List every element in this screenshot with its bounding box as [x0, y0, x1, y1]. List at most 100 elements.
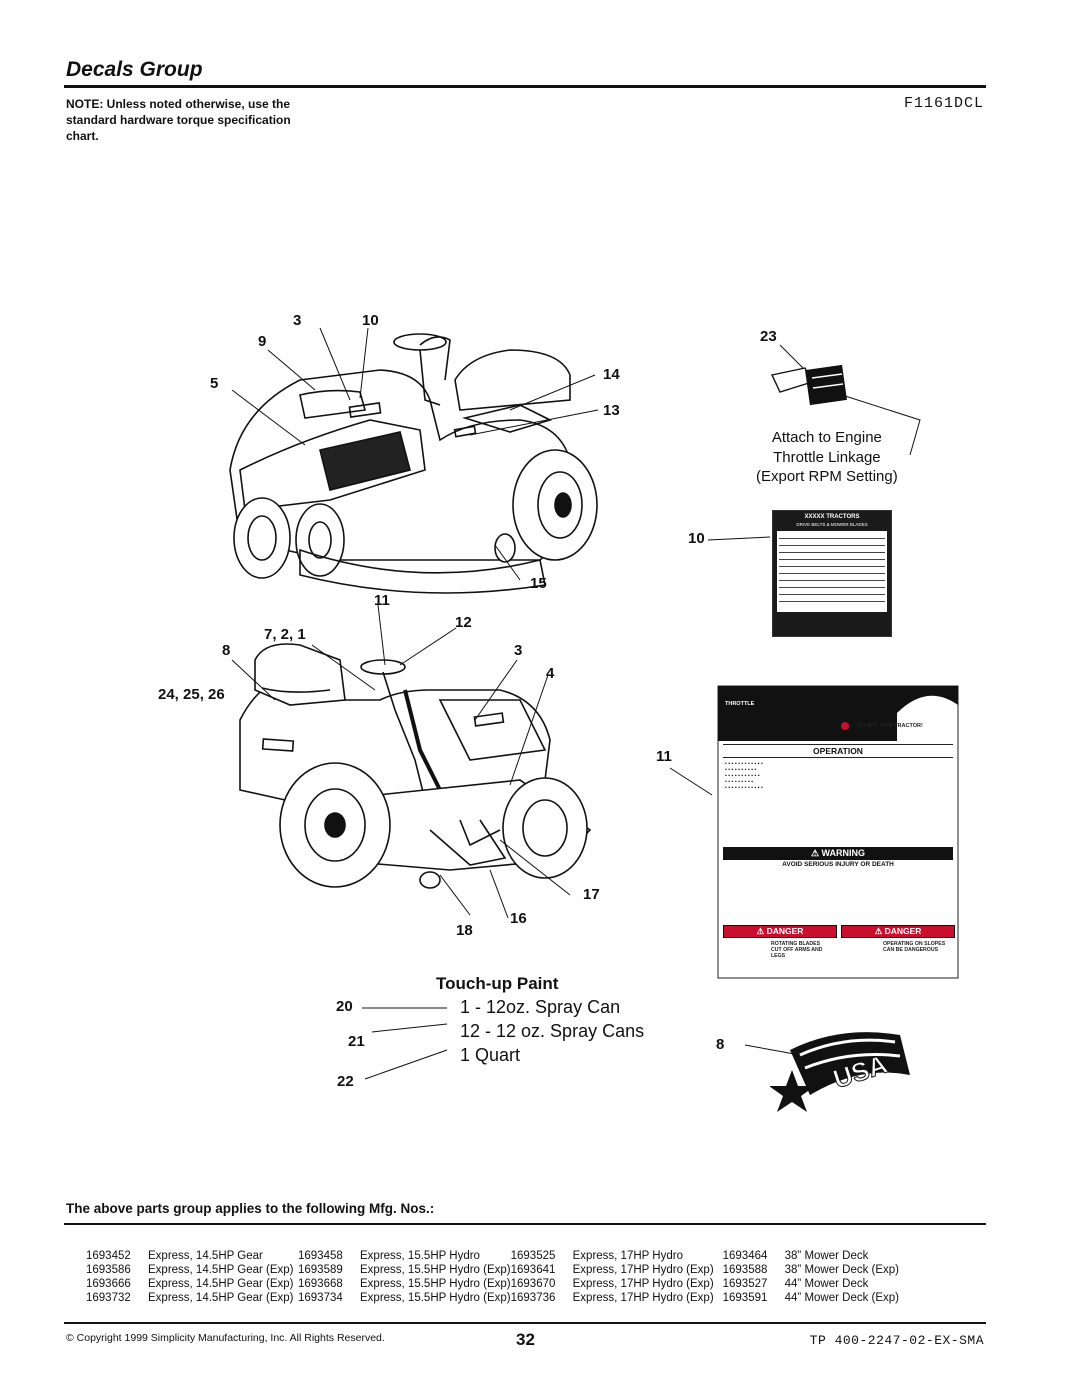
callout-12: 12 — [455, 614, 472, 631]
callout-3: 3 — [293, 312, 302, 329]
applies-heading: The above parts group applies to the fol… — [66, 1201, 435, 1216]
copyright: © Copyright 1999 Simplicity Manufacturin… — [66, 1332, 385, 1344]
operation-decal: THROTTLE DO NOT TOW TRACTOR! OPERATION ▪… — [717, 685, 959, 979]
danger-right: ⚠ DANGER — [841, 925, 955, 938]
attach-note-line-3: (Export RPM Setting) — [756, 468, 898, 485]
header-rule — [64, 85, 986, 88]
belt-decal-subtitle: DRIVE BELTS & MOWER BLADES — [796, 522, 868, 527]
mfg-number-cell: 1693736 — [510, 1292, 556, 1304]
operation-decal-shape — [717, 685, 959, 979]
callout-17: 17 — [583, 886, 600, 903]
danger-left-icon: ⚠ — [756, 926, 767, 936]
mfg-description-cell: Express, 14.5HP Gear (Exp) — [148, 1278, 294, 1290]
mfg-description-cell: 44” Mower Deck — [784, 1278, 869, 1290]
callout-9: 9 — [258, 333, 267, 350]
tractor-front-view-illustration — [229, 333, 598, 594]
callout-8b: 8 — [716, 1036, 725, 1053]
page-title: Decals Group — [66, 58, 203, 81]
usa-decal: USA — [770, 1032, 910, 1112]
mfg-number-cell: 1693452 — [86, 1250, 131, 1262]
callout-23: 23 — [760, 328, 777, 345]
mfg-number-cell: 1693732 — [86, 1292, 131, 1304]
no-tow-label: DO NOT TOW TRACTOR! — [857, 723, 923, 729]
callout-8: 8 — [222, 642, 231, 659]
mfg-number-cell: 1693586 — [86, 1264, 131, 1276]
throttle-clip-illustration — [770, 364, 847, 406]
paint-item-2: 12 - 12 oz. Spray Cans — [460, 1021, 645, 1041]
doc-code: TP 400-2247-02-EX-SMA — [809, 1333, 984, 1348]
mfg-description-cell: Express, 17HP Hydro (Exp) — [572, 1264, 714, 1276]
table-row: 1693666 Express, 14.5HP Gear (Exp) 1693668… — [86, 1278, 935, 1292]
tractor-rear-view-illustration — [239, 643, 592, 889]
mfg-description-cell: Express, 15.5HP Hydro (Exp) — [360, 1278, 511, 1290]
mfg-number-cell: 1693591 — [722, 1292, 768, 1304]
operation-text-left: ▪ ▪ ▪ ▪ ▪ ▪ ▪ ▪ ▪ ▪ ▪ ▪▪ ▪ ▪ ▪ ▪ ▪ ▪ ▪ ▪… — [725, 761, 763, 791]
mfg-number-cell: 1693588 — [722, 1264, 768, 1276]
paint-item-1: 1 - 12oz. Spray Can — [460, 997, 621, 1017]
callout-10: 10 — [362, 312, 379, 329]
table-row: 1693732 Express, 14.5HP Gear (Exp) 1693734… — [86, 1292, 935, 1306]
callout-3b: 3 — [514, 642, 523, 659]
torque-note: NOTE: Unless noted otherwise, use the st… — [66, 97, 291, 143]
warning-label: WARNING — [821, 848, 866, 858]
mfg-number-cell: 1693641 — [510, 1264, 556, 1276]
attach-note: Attach to Engine Throttle Linkage (Expor… — [756, 428, 898, 487]
mfg-description-cell: Express, 17HP Hydro — [572, 1250, 683, 1262]
warning-bar: ⚠ WARNING — [723, 847, 953, 860]
mfg-number-cell: 1693464 — [722, 1250, 768, 1262]
danger-right-label: DANGER — [884, 926, 922, 936]
callout-16: 16 — [510, 910, 527, 927]
footer-rule — [64, 1322, 986, 1324]
mfg-number-cell: 1693666 — [86, 1278, 131, 1290]
callout-21: 21 — [348, 1033, 365, 1050]
callout-11: 11 — [374, 592, 390, 609]
mfg-description-cell: Express, 14.5HP Gear (Exp) — [148, 1264, 294, 1276]
rotating-blades-label: ROTATING BLADES CUT OFF ARMS AND LEGS — [771, 941, 823, 959]
mfg-number-cell: 1693525 — [510, 1250, 556, 1262]
mfg-description-cell: Express, 15.5HP Hydro — [360, 1250, 480, 1262]
mfg-description-cell: 38” Mower Deck — [784, 1250, 869, 1262]
paint-item-3: 1 Quart — [460, 1045, 521, 1065]
callout-15: 15 — [530, 575, 547, 592]
danger-right-icon: ⚠ — [874, 926, 885, 936]
callout-14: 14 — [603, 366, 620, 383]
mfg-description-cell: Express, 15.5HP Hydro (Exp) — [360, 1292, 511, 1304]
mfg-number-cell: 1693734 — [298, 1292, 343, 1304]
warning-icon: ⚠ — [810, 848, 822, 858]
danger-left: ⚠ DANGER — [723, 925, 837, 938]
mfg-number-cell: 1693458 — [298, 1250, 343, 1262]
avoid-injury-label: AVOID SERIOUS INJURY OR DEATH — [782, 861, 894, 868]
throttle-label: THROTTLE — [725, 701, 755, 707]
mfg-description-cell: 44” Mower Deck (Exp) — [784, 1292, 900, 1304]
slopes-label: OPERATING ON SLOPES CAN BE DANGEROUS — [883, 941, 946, 953]
belt-decal-table — [777, 531, 887, 612]
mfg-description-cell: Express, 17HP Hydro (Exp) — [572, 1292, 714, 1304]
callout-24-25-26: 24, 25, 26 — [158, 686, 225, 703]
mfg-number-cell: 1693589 — [298, 1264, 343, 1276]
attach-note-line-2: Throttle Linkage — [773, 448, 881, 466]
mfg-number-cell: 1693668 — [298, 1278, 343, 1290]
table-row: 1693586 Express, 14.5HP Gear (Exp) 1693589… — [86, 1264, 935, 1278]
mfg-number-cell: 1693670 — [510, 1278, 556, 1290]
callout-5: 5 — [210, 375, 219, 392]
callout-20: 20 — [336, 998, 353, 1015]
table-row: 1693452 Express, 14.5HP Gear 1693458 Expres… — [86, 1250, 935, 1264]
callout-13: 13 — [603, 402, 620, 419]
operation-bar: OPERATION — [723, 744, 953, 758]
belt-decal-title: XXXXX TRACTORS — [804, 514, 860, 520]
callout-11b: 11 — [656, 748, 672, 765]
mfg-description-cell: Express, 14.5HP Gear (Exp) — [148, 1292, 294, 1304]
touch-up-title: Touch-up Paint — [436, 974, 559, 993]
attach-note-line-1: Attach to Engine — [771, 429, 882, 446]
belt-decal: XXXXX TRACTORS DRIVE BELTS & MOWER BLADE… — [772, 510, 892, 637]
model-code: F1161DCL — [903, 95, 984, 112]
callout-7-2-1: 7, 2, 1 — [264, 626, 306, 643]
callout-22: 22 — [337, 1073, 354, 1090]
callout-4: 4 — [546, 665, 555, 682]
mfg-description-cell: Express, 14.5HP Gear — [148, 1250, 263, 1262]
page-number: 32 — [516, 1330, 535, 1349]
mfg-number-cell: 1693527 — [722, 1278, 768, 1290]
callout-leader-lines — [231, 327, 921, 1080]
